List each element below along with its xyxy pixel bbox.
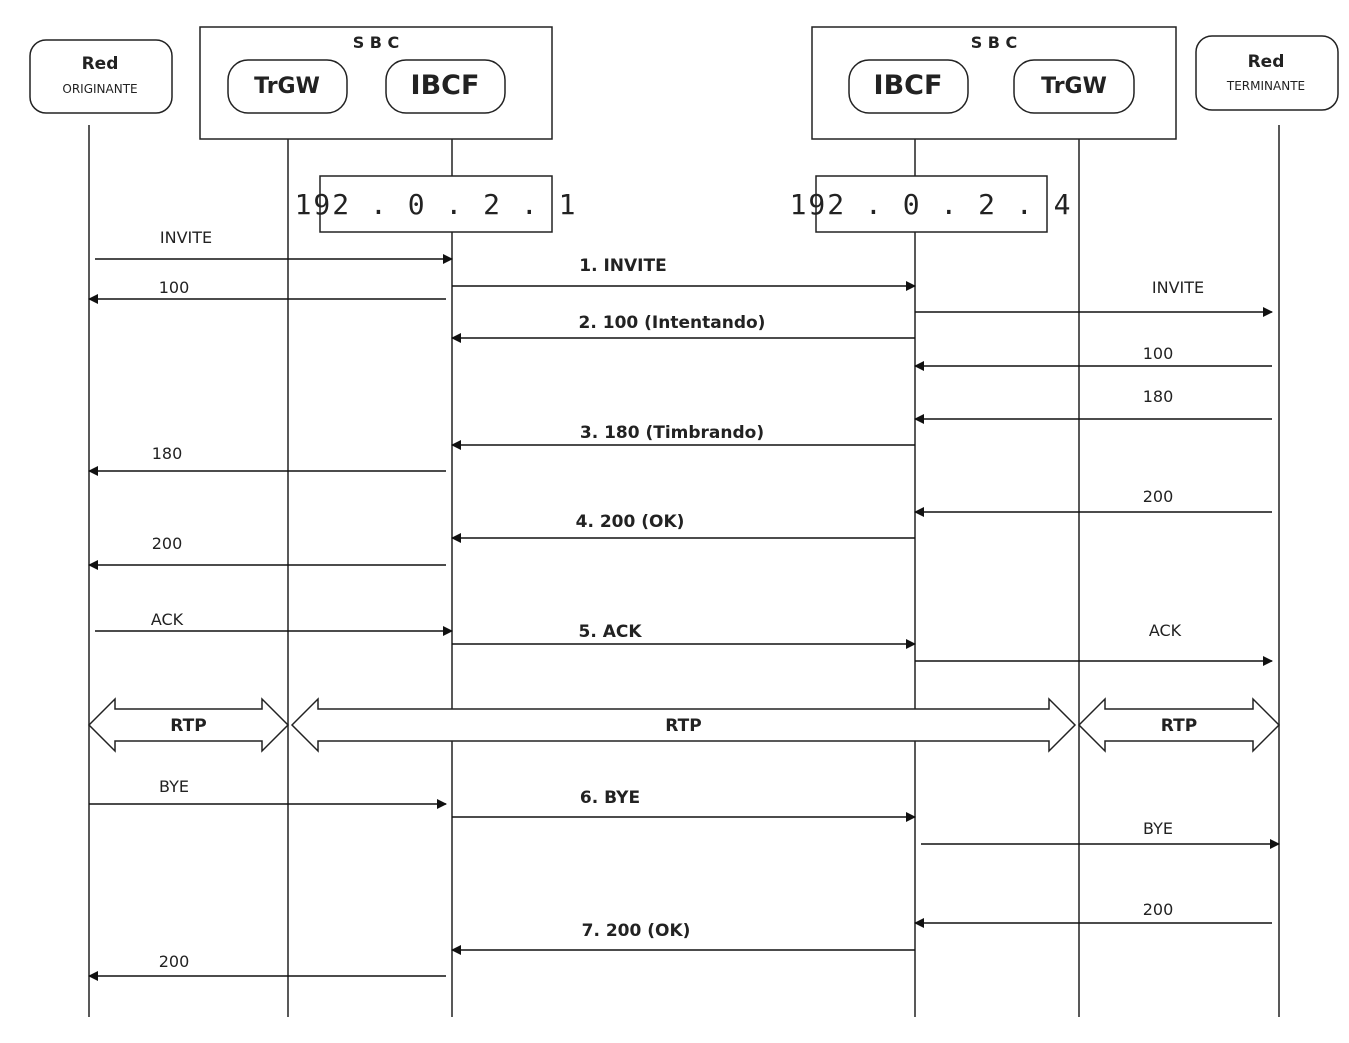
- message-label: 6. BYE: [580, 788, 640, 808]
- participant-title: TrGW: [254, 74, 320, 99]
- sbc-left-label: S B C: [353, 33, 400, 52]
- message-18: BYE: [921, 819, 1280, 849]
- participant-red-originante: [29, 39, 173, 114]
- participant-ibcf-left: [385, 59, 506, 114]
- message-21: 200: [88, 952, 446, 981]
- participant-subtitle: ORIGINANTE: [62, 82, 137, 96]
- message-15: ACK: [915, 621, 1273, 666]
- message-label: INVITE: [160, 228, 212, 247]
- message-label: ACK: [151, 610, 184, 629]
- message-14: 5. ACK: [452, 622, 916, 649]
- message-label: 200: [1143, 900, 1174, 919]
- message-6: 100: [914, 344, 1272, 371]
- message-label: 3. 180 (Timbrando): [580, 423, 764, 443]
- message-label: 100: [159, 278, 190, 297]
- message-5: 2. 100 (Intentando): [451, 313, 915, 343]
- message-label: 4. 200 (OK): [576, 512, 685, 532]
- message-label: 200: [152, 534, 183, 553]
- message-17: 6. BYE: [452, 788, 916, 822]
- participant-red-terminante: [1195, 35, 1339, 111]
- rtp-label: RTP: [665, 716, 701, 736]
- message-label: 180: [1143, 387, 1174, 406]
- message-label: BYE: [1143, 819, 1173, 838]
- rtp-label: RTP: [1161, 716, 1197, 736]
- participant-title: IBCF: [874, 70, 943, 101]
- double-arrow-icon: [1077, 697, 1281, 753]
- message-label: ACK: [1149, 621, 1182, 640]
- message-8: 3. 180 (Timbrando): [451, 423, 915, 450]
- participant-ibcf-right: [848, 59, 969, 114]
- participant-trgw-right: [1013, 59, 1135, 114]
- double-arrow-icon: [290, 697, 1077, 753]
- message-label: INVITE: [1152, 278, 1204, 297]
- message-label: 200: [159, 952, 190, 971]
- participant-title: Red: [82, 54, 119, 74]
- ip-box-left: [319, 175, 553, 233]
- message-label: 180: [152, 444, 183, 463]
- participant-subtitle: TERMINANTE: [1226, 79, 1305, 93]
- message-7: 180: [914, 387, 1272, 424]
- message-label: 5. ACK: [578, 622, 642, 642]
- message-13: ACK: [95, 610, 453, 636]
- double-arrow-icon: [87, 697, 290, 753]
- rtp-label: RTP: [170, 716, 206, 736]
- participant-title: Red: [1248, 52, 1285, 72]
- message-11: 4. 200 (OK): [451, 512, 915, 543]
- participant-title: TrGW: [1041, 74, 1107, 99]
- message-4: INVITE: [915, 278, 1273, 317]
- message-12: 200: [88, 534, 446, 570]
- message-19: 200: [914, 900, 1272, 928]
- ip-box-right: [815, 175, 1048, 233]
- message-20: 7. 200 (OK): [451, 921, 915, 955]
- sbc-right-label: S B C: [971, 33, 1018, 52]
- message-label: 1. INVITE: [579, 256, 666, 276]
- message-label: 7. 200 (OK): [582, 921, 691, 941]
- ip-address-left: 192 . 0 . 2 . 1: [295, 188, 578, 221]
- participant-trgw-left: [227, 59, 348, 114]
- message-10: 200: [914, 487, 1272, 517]
- rtp-media-stream-3: RTP: [1077, 697, 1281, 753]
- message-label: 100: [1143, 344, 1174, 363]
- message-2: 1. INVITE: [452, 256, 916, 291]
- ip-address-right: 192 . 0 . 2 . 4: [790, 188, 1073, 221]
- message-3: 100: [88, 278, 446, 304]
- message-16: BYE: [89, 777, 447, 809]
- message-1: INVITE: [95, 228, 453, 264]
- message-label: BYE: [159, 777, 189, 796]
- rtp-media-stream-1: RTP: [87, 697, 290, 753]
- participant-title: IBCF: [411, 70, 480, 101]
- message-label: 200: [1143, 487, 1174, 506]
- message-9: 180: [88, 444, 446, 476]
- message-label: 2. 100 (Intentando): [579, 313, 766, 333]
- rtp-media-stream-2: RTP: [290, 697, 1077, 753]
